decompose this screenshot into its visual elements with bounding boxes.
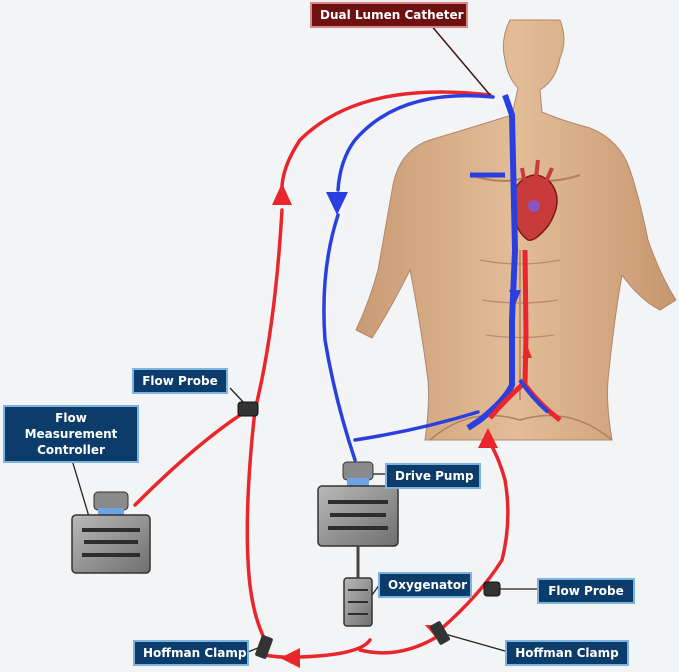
flow-probe-top-device: [237, 401, 259, 417]
drive-pump-device: [317, 461, 399, 547]
hoffman-clamp-left-device: [255, 635, 273, 659]
venous-tubing: [322, 93, 495, 462]
hoffman-clamp-right-device: [430, 621, 450, 645]
hoffman-clamp-right-label: Hoffman Clamp: [505, 640, 629, 666]
drive-pump-label: Drive Pump: [385, 463, 481, 489]
flow-probe-right-device: [483, 581, 501, 597]
dual-lumen-catheter-label: Dual Lumen Catheter: [310, 2, 468, 28]
heart: [510, 159, 558, 241]
flow-probe-top-label: Flow Probe: [132, 368, 228, 394]
hoffman-clamp-left-label: Hoffman Clamp: [133, 640, 249, 666]
oxygenator-device: [343, 546, 373, 627]
vessels: [466, 94, 562, 431]
flow-probe-right-label: Flow Probe: [537, 578, 635, 604]
flow-measurement-controller-label: Flow Measurement Controller: [3, 405, 139, 463]
oxygenator-label: Oxygenator: [378, 572, 472, 598]
flow-controller-device: [71, 491, 151, 574]
catheter-pointer: [429, 23, 491, 96]
arterial-tubing: [133, 90, 510, 659]
venous-arrows: [326, 192, 348, 215]
